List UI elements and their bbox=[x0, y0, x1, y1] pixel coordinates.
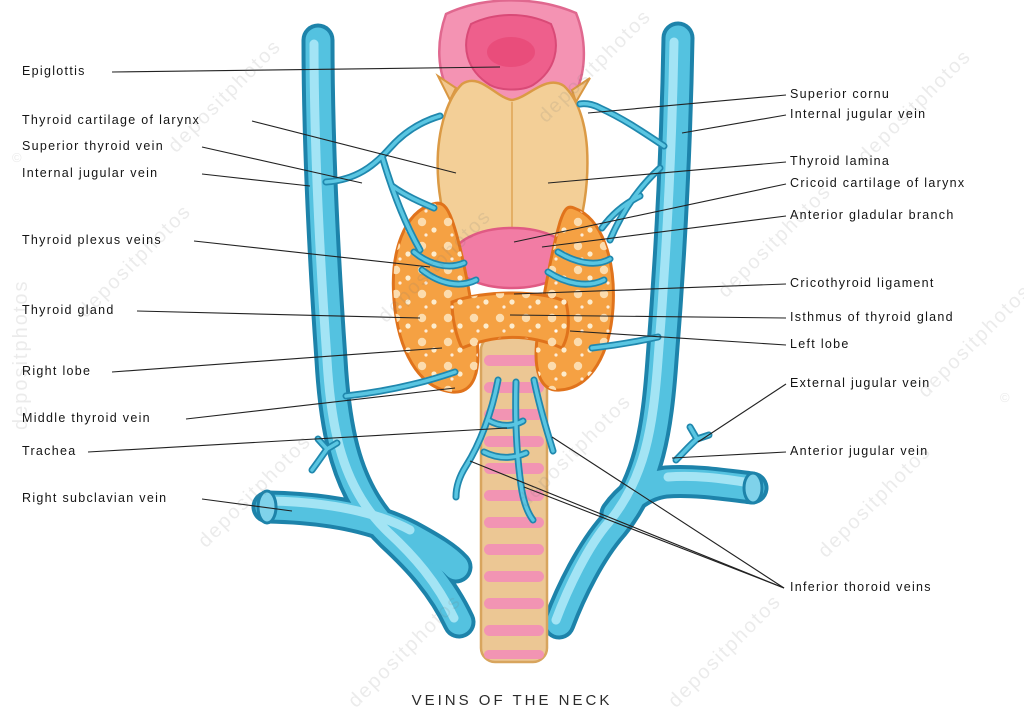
vein-highlight bbox=[309, 39, 459, 623]
vein-highlight bbox=[551, 37, 679, 625]
trachea-ring bbox=[484, 625, 544, 636]
leader-superior-thyroid-vein bbox=[201, 146, 363, 184]
epiglottis-illustration bbox=[438, 0, 586, 107]
label-trachea: Trachea bbox=[22, 444, 77, 458]
leader-inferior-thyroid-veins-1 bbox=[469, 460, 785, 589]
leader-thyroid-cartilage bbox=[251, 120, 457, 174]
leader-anterior-jugular-vein bbox=[671, 451, 787, 459]
label-right-subclavian-vein: Right subclavian vein bbox=[22, 491, 168, 505]
thyroid-isthmus-texture bbox=[452, 293, 569, 348]
label-epiglottis: Epiglottis bbox=[22, 64, 86, 78]
vein-highlight bbox=[265, 496, 415, 535]
leader-left-lobe bbox=[569, 330, 787, 346]
trachea-ring bbox=[484, 355, 544, 366]
label-superior-cornu: Superior cornu bbox=[790, 87, 891, 101]
leader-external-jugular-vein bbox=[697, 383, 787, 443]
trachea-ring bbox=[484, 598, 544, 609]
leader-anterior-gladular-branch bbox=[541, 215, 787, 248]
leader-internal-jugular-left bbox=[201, 173, 311, 187]
leader-thyroid-plexus-veins bbox=[193, 240, 431, 268]
superior-thyroid-vein-branch bbox=[606, 164, 664, 244]
leader-middle-thyroid-vein bbox=[185, 387, 456, 420]
leader-right-lobe bbox=[111, 347, 443, 373]
subclavian-vein-end-cap bbox=[742, 471, 764, 505]
label-middle-thyroid-vein: Middle thyroid vein bbox=[22, 411, 151, 425]
superior-cornu-right bbox=[570, 77, 591, 105]
vein-highlight bbox=[663, 471, 755, 488]
label-thyroid-gland: Thyroid gland bbox=[22, 303, 115, 317]
label-internal-jugular-left: Internal jugular vein bbox=[22, 166, 159, 180]
leader-thyroid-lamina bbox=[547, 161, 787, 184]
label-anterior-gladular-branch: Anterior gladular branch bbox=[790, 208, 955, 222]
label-anterior-jugular-vein: Anterior jugular vein bbox=[790, 444, 929, 458]
diagram-title: VEINS OF THE NECK bbox=[411, 692, 613, 709]
label-thyroid-cartilage: Thyroid cartilage of larynx bbox=[22, 113, 201, 127]
leader-inferior-thyroid-veins-2 bbox=[523, 486, 785, 589]
leader-trachea bbox=[87, 427, 508, 453]
trachea-ring bbox=[484, 463, 544, 474]
thyroid-vein-network bbox=[308, 100, 713, 524]
leader-lines bbox=[87, 66, 787, 589]
leader-internal-jugular-right bbox=[681, 114, 787, 134]
label-thyroid-plexus-veins: Thyroid plexus veins bbox=[22, 233, 162, 247]
label-left-lobe: Left lobe bbox=[790, 337, 850, 351]
vein-highlight-layer bbox=[310, 101, 711, 522]
leader-right-subclavian-vein bbox=[201, 498, 293, 512]
epiglottis-opening bbox=[487, 37, 535, 67]
label-superior-thyroid-vein: Superior thyroid vein bbox=[22, 139, 164, 153]
trachea-ring bbox=[484, 571, 544, 582]
leader-superior-cornu bbox=[587, 94, 787, 114]
superior-thyroid-vein-left bbox=[322, 112, 444, 186]
trachea-ring bbox=[484, 650, 544, 659]
label-inferior-thoroid-veins: Inferior thoroid veins bbox=[790, 580, 932, 594]
leader-thyroid-gland bbox=[136, 310, 421, 319]
trachea-ring bbox=[484, 490, 544, 501]
leader-cricoid-cartilage bbox=[513, 183, 787, 243]
label-external-jugular-vein: External jugular vein bbox=[790, 376, 931, 390]
leader-cricothyroid-ligament bbox=[513, 283, 787, 295]
leader-isthmus bbox=[509, 314, 787, 319]
leader-inferior-thyroid-veins-3 bbox=[551, 436, 785, 589]
label-cricoid-cartilage: Cricoid cartilage of larynx bbox=[790, 176, 966, 190]
label-cricothyroid-ligament: Cricothyroid ligament bbox=[790, 276, 935, 290]
right-subclavian-vein bbox=[255, 494, 469, 580]
label-right-lobe: Right lobe bbox=[22, 364, 92, 378]
label-internal-jugular-right: Internal jugular vein bbox=[790, 107, 927, 121]
trachea-ring bbox=[484, 544, 544, 555]
leader-epiglottis bbox=[111, 66, 501, 73]
label-thyroid-lamina: Thyroid lamina bbox=[790, 154, 891, 168]
label-isthmus: Isthmus of thyroid gland bbox=[790, 310, 954, 324]
